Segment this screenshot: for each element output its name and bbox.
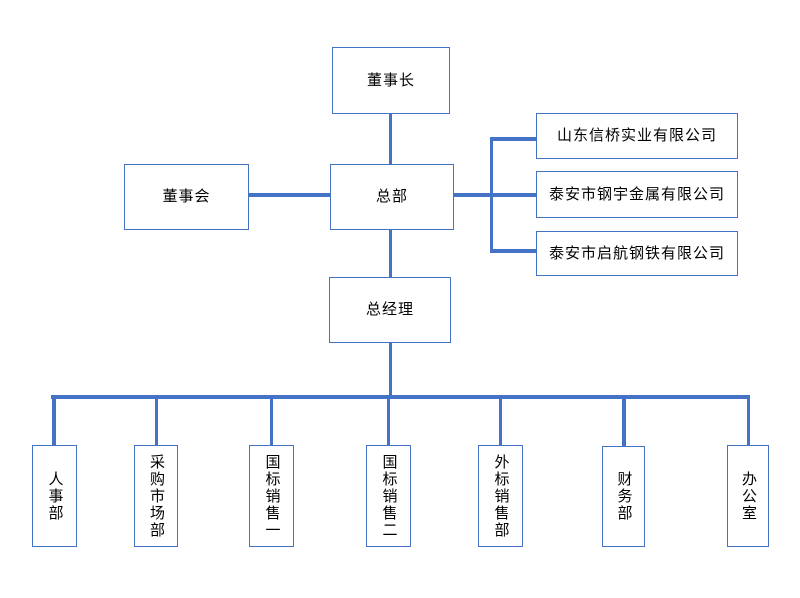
node-headquarters: 总部 — [330, 164, 454, 230]
node-dept-national-sales-1: 国标销售一 — [249, 445, 294, 547]
node-general-manager-label: 总经理 — [365, 301, 414, 318]
node-board: 董事会 — [124, 164, 249, 230]
node-board-label: 董事会 — [162, 188, 211, 205]
node-dept-office-label: 办公室 — [740, 470, 757, 522]
node-headquarters-label: 总部 — [375, 188, 408, 205]
node-dept-office: 办公室 — [727, 445, 769, 547]
node-dept-hr: 人事部 — [32, 445, 77, 547]
node-dept-national-sales-1-label: 国标销售一 — [263, 453, 281, 539]
node-dept-national-sales-2: 国标销售二 — [366, 445, 411, 547]
connector-trunk-company3 — [490, 249, 536, 253]
node-company-3: 泰安市启航钢铁有限公司 — [536, 231, 738, 276]
node-company-2: 泰安市钢宇金属有限公司 — [536, 171, 738, 218]
node-company-2-label: 泰安市钢宇金属有限公司 — [548, 185, 725, 203]
connector-hq-companies — [453, 193, 536, 197]
connector-department-trunk — [51, 395, 750, 399]
node-dept-procurement-market-label: 采购市场部 — [148, 453, 165, 539]
connector-board-hq — [249, 193, 331, 197]
node-dept-national-sales-2-label: 国标销售二 — [380, 453, 398, 539]
node-chairman-label: 董事长 — [366, 71, 415, 89]
connector-drop-dept6 — [622, 395, 626, 447]
node-company-1: 山东信桥实业有限公司 — [536, 113, 738, 159]
connector-hq-gm — [388, 229, 392, 278]
connector-chairman-hq — [388, 114, 392, 165]
node-dept-external-sales: 外标销售部 — [478, 445, 523, 547]
node-company-1-label: 山东信桥实业有限公司 — [556, 127, 717, 144]
node-dept-external-sales-label: 外标销售部 — [492, 453, 510, 539]
node-chairman: 董事长 — [332, 47, 450, 114]
connector-drop-dept4 — [386, 395, 390, 446]
connector-drop-dept2 — [154, 395, 158, 446]
connector-drop-dept7 — [746, 395, 750, 446]
connector-gm-trunk — [388, 342, 392, 397]
node-dept-finance: 财务部 — [602, 446, 645, 547]
connector-drop-dept1 — [52, 395, 56, 446]
connector-drop-dept3 — [269, 395, 273, 446]
connector-drop-dept5 — [498, 395, 502, 446]
node-company-3-label: 泰安市启航钢铁有限公司 — [548, 244, 725, 262]
connector-company-trunk — [489, 137, 493, 252]
node-dept-hr-label: 人事部 — [46, 470, 64, 522]
node-general-manager: 总经理 — [329, 277, 451, 343]
node-dept-procurement-market: 采购市场部 — [134, 445, 178, 547]
connector-trunk-company1 — [490, 137, 536, 141]
node-dept-finance-label: 财务部 — [615, 471, 633, 522]
